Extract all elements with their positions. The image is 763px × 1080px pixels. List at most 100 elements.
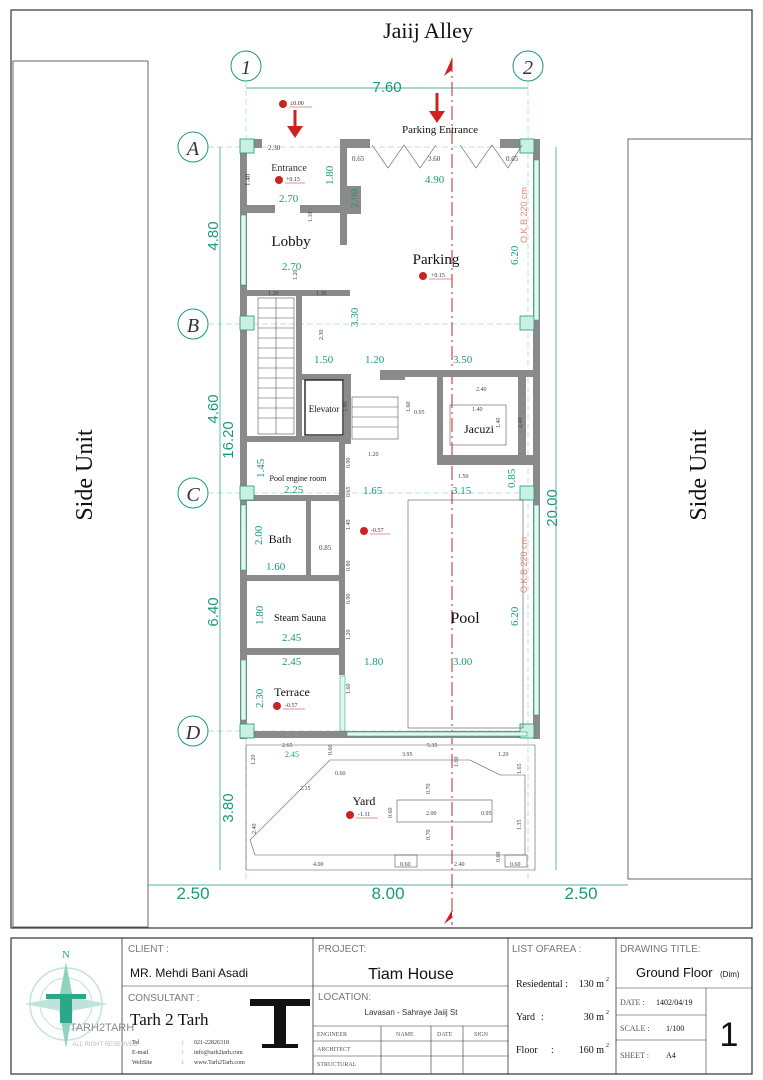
logo-text: TARH2TARH: [70, 1022, 134, 1034]
dim-240a: 2.40: [476, 387, 487, 393]
dim-135v: 1.35: [517, 820, 523, 831]
side-unit-right: Side Unit: [686, 429, 712, 521]
yard-outline: [245, 744, 536, 871]
okb-note-top: O.K.B 220 cm: [519, 187, 529, 243]
dim-350: 3.50: [453, 354, 473, 366]
svg-text:+0.15: +0.15: [431, 273, 445, 279]
client-name: MR. Mehdi Bani Asadi: [130, 966, 248, 980]
section-line: [444, 58, 453, 925]
compass-logo: N TARH2TARH ALL RIGHT RESERVED: [24, 949, 138, 1048]
dim-065b: 0.65: [506, 155, 519, 163]
dim-620b: 6.20: [509, 606, 521, 626]
dim-left-640: 6.40: [205, 597, 222, 626]
svg-text:±0.00: ±0.00: [290, 101, 304, 107]
area-yard-name: Yard: [516, 1012, 535, 1023]
north-label: N: [62, 949, 70, 961]
entrance-arrow: [287, 110, 303, 138]
dim-065a: 0.65: [352, 155, 365, 163]
dim-left-460: 4.60: [205, 394, 222, 423]
dim-240b: 2.40: [454, 862, 465, 868]
dim-180v2: 1.80: [343, 402, 349, 413]
dim-120v2: 1.20: [346, 630, 352, 641]
sheet-value: A4: [666, 1051, 676, 1060]
dim-150b: 1.50: [458, 474, 469, 480]
dim-160v: 1.60: [406, 402, 412, 413]
area-label: LIST OFAREA :: [512, 944, 581, 955]
area-yard-unit: 2: [606, 1010, 609, 1016]
dim-200: 2.00: [426, 811, 437, 817]
sig-row-structural: STRUCTURAL: [317, 1062, 357, 1068]
dim-bottom-right: 2.50: [564, 884, 597, 903]
dim-270b: 2.70: [282, 261, 302, 273]
dim-right-2000: 20.00: [544, 489, 561, 527]
area-residential-unit: 2: [606, 977, 609, 983]
dim-120b: 1.20: [365, 354, 385, 366]
dim-110v: 1.10: [308, 212, 314, 223]
dim-360: 3.60: [428, 155, 441, 163]
room-terrace: Terrace: [274, 685, 310, 699]
logo-sub: ALL RIGHT RESERVED: [72, 1042, 138, 1048]
dim-060v2: 0.60: [388, 808, 394, 819]
dim-130: 1.30: [316, 291, 327, 297]
dim-bottom-mid: 8.00: [371, 884, 404, 903]
dim-120c: 1.20: [368, 452, 379, 458]
room-pool-engine: Pool engine room: [270, 474, 328, 483]
dim-085: 0.85: [319, 544, 332, 552]
sig-row-architect: ARCHITECT: [317, 1047, 351, 1053]
room-steam-sauna: Steam Sauna: [274, 613, 326, 624]
consultant-contacts: Tel:021-22826318 E-mail:info@tarh2tarh.c…: [132, 1040, 245, 1066]
axis-column-2: 2: [512, 50, 544, 880]
dim-060b: 0.60: [400, 862, 411, 868]
dim-120d: 1.20: [498, 752, 509, 758]
dim-535: 5.35: [427, 743, 438, 749]
dim-240v: 2.40: [518, 418, 524, 429]
dim-060v: 0.60: [328, 745, 334, 756]
dim-165v: 1.65: [517, 764, 523, 775]
drawing-frame: [10, 9, 753, 929]
room-entrance: Entrance: [271, 163, 307, 174]
dim-180v3: 1.80: [254, 605, 266, 625]
dim-070v2: 0.70: [426, 830, 432, 841]
dim-085v: 0.85: [506, 468, 518, 488]
email-label: E-mail: [132, 1050, 149, 1056]
jacuzzi-tub: [449, 404, 507, 446]
dim-bottom-left: 2.50: [176, 884, 209, 903]
consultant-name: Tarh 2 Tarh: [130, 1010, 209, 1029]
okb-note-bottom: O.K.B 220 cm: [519, 537, 529, 593]
project-label: PROJECT:: [318, 944, 366, 955]
sheet-label: SHEET :: [620, 1051, 649, 1060]
room-yard: Yard: [353, 794, 376, 808]
room-jacuzzi: Jacuzi: [464, 422, 495, 436]
dim-400: 4.00: [313, 862, 324, 868]
room-bath: Bath: [269, 532, 292, 546]
dim-070v: 0.70: [426, 784, 432, 795]
dim-120v3: 1.20: [251, 755, 257, 766]
level-street: ±0.00: [279, 100, 312, 108]
side-unit-left-box: [12, 60, 149, 928]
consultant-label: CONSULTANT :: [128, 993, 200, 1004]
location-label: LOCATION:: [318, 992, 371, 1003]
dim-245c: 2.45: [285, 750, 299, 759]
dim-395: 3.95: [402, 752, 413, 758]
area-residential-value: 130 m: [579, 979, 605, 990]
drawing-title-suffix: (Dim): [720, 970, 740, 979]
dim-160: 1.60: [266, 561, 286, 573]
dim-240v2: 2.40: [252, 824, 258, 835]
dim-200v: 2.00: [253, 525, 265, 545]
date-value: 1402/04/19: [656, 998, 692, 1007]
dim-left-380: 3.80: [220, 793, 237, 822]
svg-text:-0.57: -0.57: [285, 703, 298, 709]
svg-text::: :: [182, 1060, 184, 1066]
dim-315: 3.15: [452, 485, 472, 497]
parking-entrance-arrow: [429, 93, 445, 123]
side-unit-left: Side Unit: [72, 429, 98, 521]
dim-090v2: 0.90: [346, 594, 352, 605]
dim-120v: 1.20: [293, 270, 299, 281]
room-elevator: Elevator: [309, 404, 340, 414]
scale-label: SCALE :: [620, 1024, 650, 1033]
sheet-number: 1: [720, 1016, 739, 1054]
dim-225: 2.25: [284, 484, 304, 496]
axis-row-c: C: [177, 477, 540, 509]
dim-245b: 2.45: [282, 656, 302, 668]
